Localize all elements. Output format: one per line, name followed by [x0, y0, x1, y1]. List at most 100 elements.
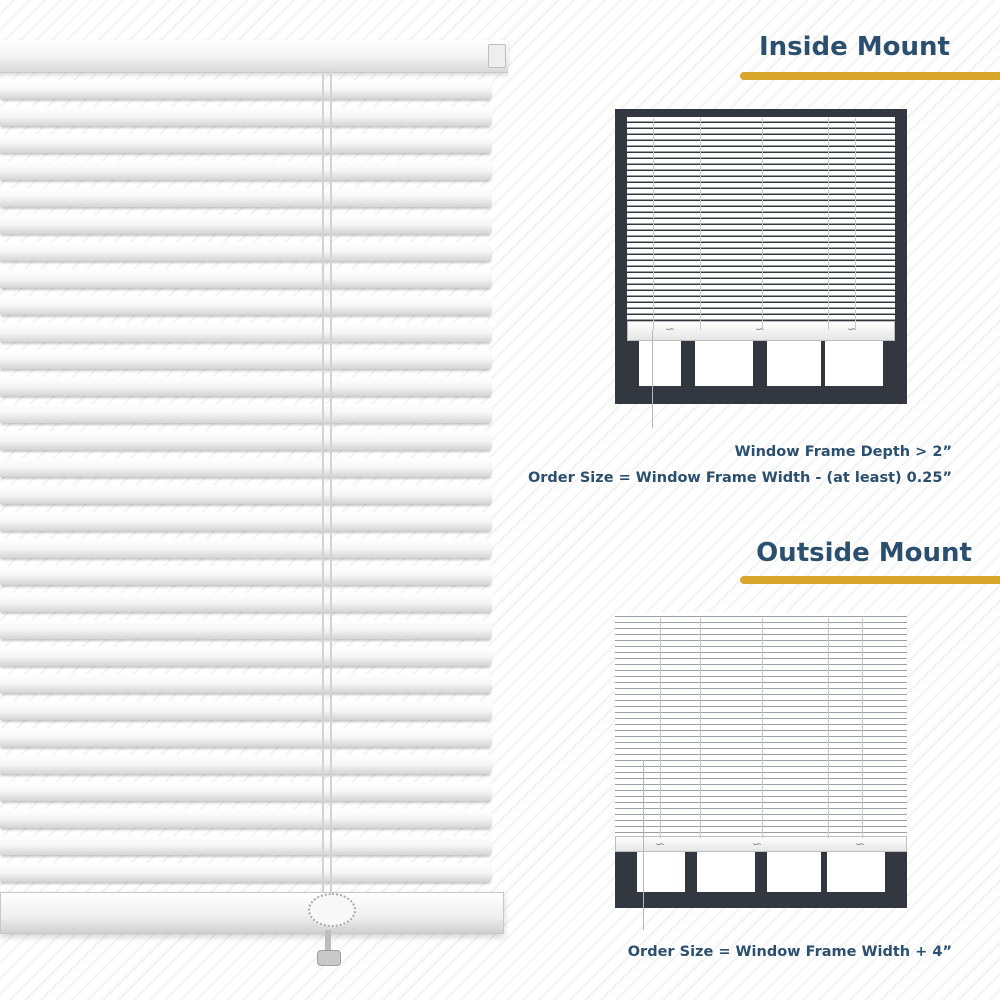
mini-blind-slat	[615, 762, 907, 766]
blind-slat	[0, 485, 492, 504]
mini-blind-slat	[615, 774, 907, 778]
mini-blind-slat	[627, 243, 895, 247]
mini-blind-slat	[627, 141, 895, 145]
outside-mount-title: Outside Mount	[756, 538, 972, 568]
mini-blind-slat	[615, 624, 907, 628]
cord-hook-icon: ∽	[755, 322, 766, 336]
window-pane	[827, 852, 885, 892]
inside-mount-pull-cord	[652, 330, 653, 428]
inside-mount-blind	[627, 117, 895, 337]
cord-tassel	[317, 950, 341, 966]
mini-ladder-string	[828, 618, 829, 838]
ladder-string	[322, 70, 324, 920]
blind-product-image	[0, 40, 508, 966]
mini-blind-slat	[627, 279, 895, 283]
outside-mount-blind	[615, 612, 907, 836]
inside-mount-window-icon: ∽ ∽ ∽	[615, 109, 907, 404]
cord-hook-icon: ∽	[855, 837, 866, 851]
blind-slat	[0, 161, 492, 180]
mini-blind-slat	[615, 744, 907, 748]
mini-blind-slat	[627, 237, 895, 241]
mini-blind-slat	[615, 660, 907, 664]
mini-blind-slat	[627, 213, 895, 217]
window-pane	[697, 852, 755, 892]
blind-slat	[0, 404, 492, 423]
mini-blind-slat	[627, 201, 895, 205]
mini-blind-slat	[627, 249, 895, 253]
cord-hook-icon: ∽	[752, 837, 763, 851]
blind-slat	[0, 863, 492, 882]
mini-blind-slat	[615, 696, 907, 700]
mini-blind-slat	[627, 267, 895, 271]
mini-ladder-string	[862, 618, 863, 838]
mini-blind-slat	[615, 678, 907, 682]
blind-slat	[0, 458, 492, 477]
mini-blind-slat	[627, 135, 895, 139]
mini-blind-slat	[627, 315, 895, 319]
outside-mount-pull-cord	[643, 760, 644, 930]
mini-blind-slat	[615, 822, 907, 826]
mini-blind-slat	[627, 177, 895, 181]
blind-slat	[0, 323, 492, 342]
mini-blind-slat	[615, 690, 907, 694]
blind-slat	[0, 620, 492, 639]
mini-blind-slat	[615, 612, 907, 616]
cord-knot	[308, 893, 356, 927]
mini-blind-slat	[627, 309, 895, 313]
mini-blind-slat	[627, 123, 895, 127]
mini-blind-slat	[615, 768, 907, 772]
mini-blind-slat	[627, 297, 895, 301]
blind-slat	[0, 836, 492, 855]
cord-hook-icon: ∽	[847, 322, 858, 336]
blind-headrail	[0, 40, 508, 73]
blind-slat	[0, 215, 492, 234]
blind-slat	[0, 512, 492, 531]
window-pane	[639, 341, 681, 386]
mini-blind-slat	[615, 786, 907, 790]
mini-blind-slat	[627, 171, 895, 175]
window-pane	[767, 852, 821, 892]
blind-slat	[0, 134, 492, 153]
blind-slat	[0, 755, 492, 774]
window-pane	[767, 341, 821, 386]
mini-blind-slat	[627, 195, 895, 199]
outside-mount-order-size: Order Size = Window Frame Width + 4”	[627, 944, 952, 960]
blind-slat	[0, 782, 492, 801]
mini-blind-slat	[627, 291, 895, 295]
mini-blind-slat	[615, 780, 907, 784]
blind-slat	[0, 269, 492, 288]
ladder-string	[330, 70, 332, 920]
mini-blind-slat	[615, 672, 907, 676]
blind-slat	[0, 350, 492, 369]
mini-blind-slat	[615, 714, 907, 718]
mini-blind-slat	[627, 159, 895, 163]
cord-hook-icon: ∽	[665, 322, 676, 336]
mini-blind-slat	[627, 273, 895, 277]
mini-blind-slat	[615, 792, 907, 796]
mini-blind-slat	[615, 816, 907, 820]
blind-slat	[0, 107, 492, 126]
window-pane	[637, 852, 685, 892]
outside-mount-bottom-rail	[615, 836, 907, 852]
mini-blind-slat	[615, 684, 907, 688]
mini-blind-slat	[627, 117, 895, 121]
blind-slat	[0, 242, 492, 261]
blind-slat	[0, 431, 492, 450]
blind-slat	[0, 377, 492, 396]
mini-ladder-string	[660, 618, 661, 838]
mini-ladder-string	[700, 118, 701, 330]
blind-slat	[0, 674, 492, 693]
mini-blind-slat	[615, 828, 907, 832]
mini-blind-slat	[615, 750, 907, 754]
mini-blind-slat	[627, 129, 895, 133]
mini-blind-slat	[627, 183, 895, 187]
mini-blind-slat	[615, 804, 907, 808]
mini-blind-slat	[615, 810, 907, 814]
mini-blind-slat	[627, 219, 895, 223]
mini-blind-slat	[627, 255, 895, 259]
inside-mount-accent-bar	[740, 72, 1000, 80]
mini-blind-slat	[615, 726, 907, 730]
mini-blind-slat	[627, 165, 895, 169]
mini-blind-slat	[627, 285, 895, 289]
mini-blind-slat	[615, 732, 907, 736]
